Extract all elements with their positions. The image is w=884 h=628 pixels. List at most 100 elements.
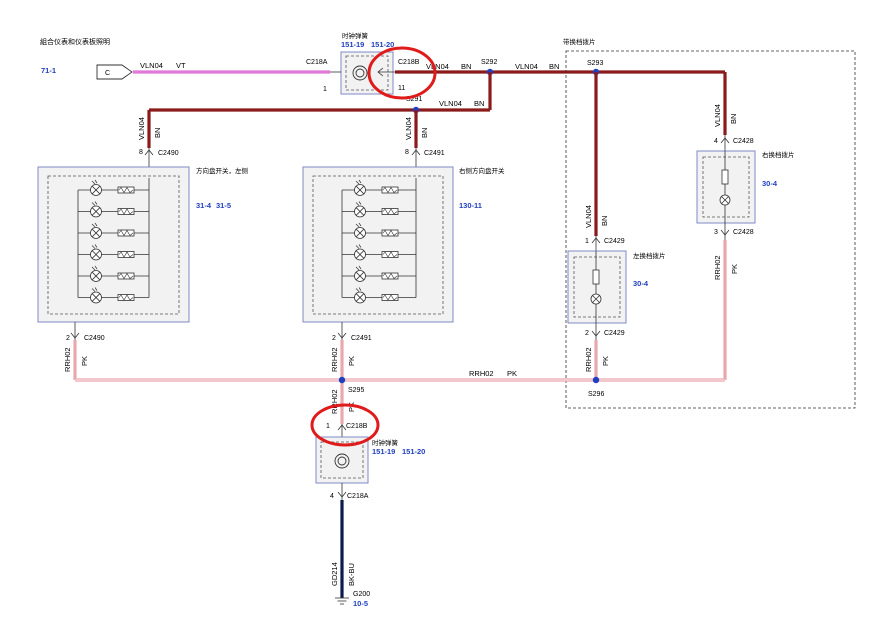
paddle-region-title: 带换档拨片: [563, 37, 596, 46]
right-sw-pin2: 2: [332, 335, 336, 342]
lamp-ray: [94, 287, 98, 291]
pin-4-bottom: 4: [330, 493, 334, 500]
c218a-top-label: C218A: [306, 59, 328, 66]
left-sw-ref2[interactable]: 31-5: [216, 201, 231, 210]
resistor-icon: [381, 272, 399, 280]
lamp-x: [355, 271, 365, 281]
right-sw-bn: BN: [420, 128, 429, 138]
lp-title: 左换档拨片: [633, 251, 666, 260]
ref-151-19-bottom[interactable]: 151-19: [372, 447, 395, 456]
resistor-zigzag: [118, 208, 134, 215]
rp-lamp-x2: [721, 196, 729, 204]
right-paddle-inner: [702, 156, 750, 218]
wire-s292-w-bn: BN: [461, 62, 471, 71]
splice-s296[interactable]: [592, 376, 600, 384]
bus-rrh: RRH02: [469, 369, 494, 378]
lp-rrh: RRH02: [584, 347, 593, 372]
lamp-x: [355, 228, 365, 238]
lamp-ray: [358, 201, 362, 205]
wire-s292-e-vln: VLN04: [515, 62, 538, 71]
lamp-ray: [358, 244, 362, 248]
wire-vt-color: VT: [176, 61, 186, 70]
lamp-ray: [91, 202, 96, 206]
left-paddle-box: [567, 250, 627, 324]
left-sw-pin2: 2: [66, 335, 70, 342]
pin-11-top: 11: [398, 85, 405, 92]
right-switch-lamps: [341, 178, 417, 304]
plug-c-label: C: [105, 70, 110, 77]
lp-ref[interactable]: 30-4: [633, 279, 649, 288]
left-sw-pin8: 8: [139, 149, 143, 156]
resistor-zigzag: [382, 272, 398, 280]
wire-s292-e-bn: BN: [549, 62, 559, 71]
left-sw-rrh: RRH02: [63, 347, 72, 372]
splice-s291-label: S291: [406, 96, 422, 103]
ref-151-20-top[interactable]: 151-20: [371, 40, 394, 49]
lamp-ray: [358, 179, 362, 184]
lamp-ray: [355, 266, 360, 271]
lamp-x: [91, 185, 101, 195]
resistor-icon: [117, 294, 135, 301]
splice-s295[interactable]: [338, 376, 346, 384]
rp-pk: PK: [730, 264, 739, 274]
wire-vln04-vt-label: VLN04: [140, 61, 163, 70]
lamp-ray: [94, 244, 98, 248]
lamp-x: [355, 250, 365, 259]
clock-spring-top-inner: [345, 55, 389, 91]
right-paddle-box: [696, 150, 756, 224]
lp-lamp-x2: [592, 295, 600, 303]
bot-rrh: RRH02: [330, 389, 339, 414]
rp-vln: VLN04: [713, 104, 722, 127]
right-sw-pin8: 8: [405, 149, 409, 156]
clock-spring-bottom-inner: [320, 441, 364, 479]
rp-rrh: RRH02: [713, 255, 722, 280]
lamp-x: [355, 185, 365, 195]
left-sw-bn: BN: [153, 128, 162, 138]
lamp-ray: [91, 180, 96, 185]
ref-71-1[interactable]: 71-1: [41, 66, 56, 75]
lamp-ray: [94, 201, 98, 205]
gd214-label: GD214: [330, 562, 339, 586]
left-sw-bottom-arrow: [70, 332, 80, 339]
c218a-bottom-label: C218A: [347, 493, 369, 500]
lamp-ray: [91, 245, 96, 249]
left-sw-pk: PK: [80, 356, 89, 366]
ref-151-19-top[interactable]: 151-19: [341, 40, 364, 49]
lamp-x: [355, 293, 365, 302]
resistor-zigzag: [118, 294, 134, 301]
bus-pk: PK: [507, 369, 517, 378]
resistor-icon: [117, 208, 135, 215]
ref-151-20-bottom[interactable]: 151-20: [402, 447, 425, 456]
clock-spring-top-inner-ring: [355, 68, 365, 78]
lamp-ray: [94, 222, 98, 227]
right-sw-conn-bot: C2491: [351, 335, 372, 342]
clock-spring-top-outer-ring: [352, 65, 368, 81]
resistor-zigzag: [118, 251, 134, 258]
rp-pin3: 3: [714, 229, 718, 236]
resistor-zigzag: [382, 251, 398, 258]
resistor-icon: [381, 294, 399, 301]
paddle-region-box: [565, 50, 856, 409]
plug-c-connector: [96, 64, 133, 80]
lp-resistor: [592, 269, 600, 285]
lp-conn-bot: C2429: [604, 330, 625, 337]
ref-10-5[interactable]: 10-5: [353, 599, 368, 608]
resistor-icon: [117, 272, 135, 280]
bot-pk: PK: [347, 402, 356, 412]
resistor-icon: [117, 186, 135, 194]
right-sw-ref[interactable]: 130-11: [459, 201, 482, 210]
c218b-top-label: C218B: [398, 59, 420, 66]
rp-title: 右换档拨片: [762, 150, 795, 159]
lp-vln: VLN04: [584, 205, 593, 228]
lp-bottom-arrow: [591, 330, 601, 337]
rp-ref[interactable]: 30-4: [762, 179, 778, 188]
left-sw-ref1[interactable]: 31-4: [196, 201, 212, 210]
rp-bn: BN: [729, 114, 738, 124]
resistor-icon: [381, 208, 399, 215]
right-sw-conn-top: C2491: [424, 150, 445, 157]
lamp-ray: [94, 179, 98, 184]
right-sw-pk: PK: [347, 356, 356, 366]
lp-conn-top: C2429: [604, 238, 625, 245]
lamp-x: [91, 271, 101, 281]
left-paddle-inner: [573, 256, 621, 318]
